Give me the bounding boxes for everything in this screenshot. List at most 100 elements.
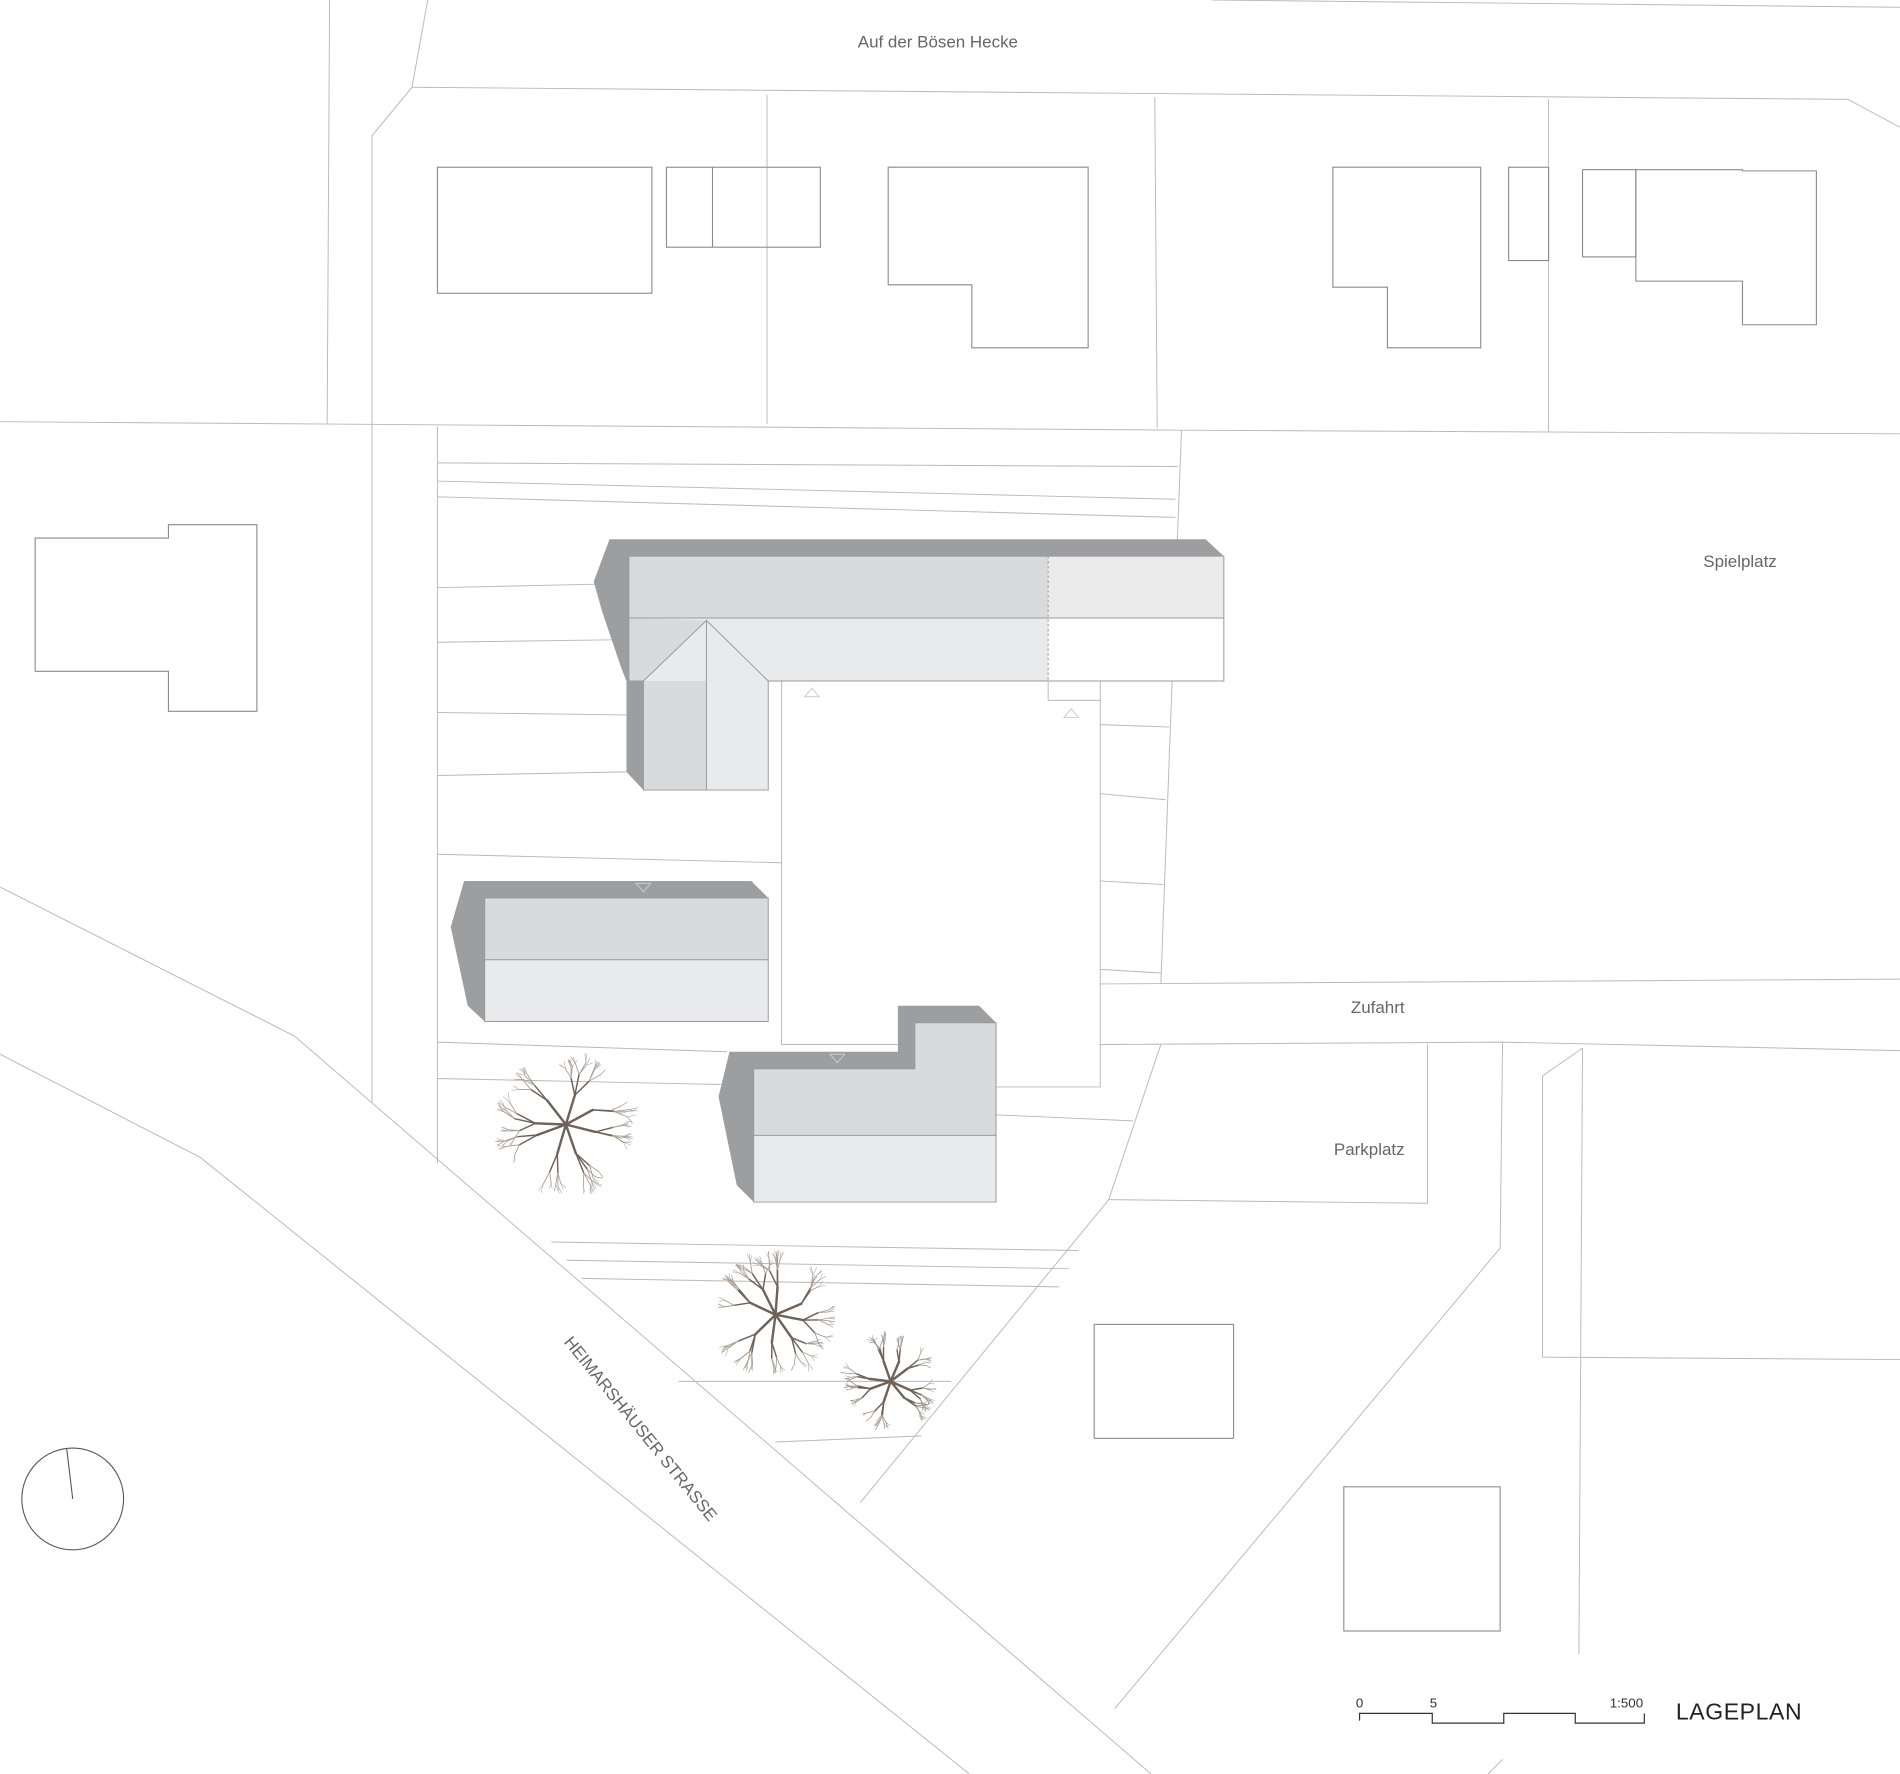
tree-branch	[737, 1267, 744, 1271]
tree-branch	[742, 1265, 753, 1274]
tree-branch	[869, 1380, 892, 1390]
tree-branch	[737, 1265, 742, 1272]
tree-branch	[585, 1057, 591, 1066]
tree-branch	[732, 1271, 740, 1274]
tree-branch	[909, 1389, 923, 1396]
tree-branch	[498, 1109, 506, 1113]
tree-branch	[619, 1112, 626, 1114]
tree-branch	[759, 1264, 771, 1272]
tree-branch	[594, 1064, 602, 1070]
tree-branch	[801, 1351, 809, 1364]
tree-branch	[582, 1172, 585, 1186]
tree-branch	[920, 1348, 924, 1353]
plan-title: LAGEPLAN	[1676, 1698, 1802, 1724]
tree-branch	[880, 1334, 884, 1340]
tree-branch	[501, 1127, 509, 1130]
tree-branch	[624, 1124, 632, 1127]
tree-branch	[775, 1253, 777, 1260]
tree-branch	[889, 1360, 901, 1383]
building-b	[450, 880, 769, 1022]
tree-branch	[775, 1357, 778, 1368]
tree-branch	[870, 1337, 876, 1343]
north-arrow-icon	[21, 1447, 125, 1551]
tree-branch	[848, 1367, 857, 1375]
tree-branch	[557, 1185, 560, 1194]
tree-branch	[878, 1415, 883, 1425]
tree-branch	[843, 1386, 850, 1389]
tree-branch	[530, 1088, 548, 1102]
tree-branch	[515, 1073, 523, 1080]
tree-branch	[594, 1131, 613, 1137]
tree-branch	[845, 1377, 851, 1379]
tree-branch	[578, 1061, 587, 1076]
tree-branch	[556, 1123, 568, 1156]
tree-branch	[536, 1123, 568, 1137]
tree-branch	[845, 1379, 850, 1385]
tree-branch	[862, 1412, 868, 1415]
tree-branch	[848, 1386, 859, 1389]
tree-branch	[922, 1383, 930, 1389]
tree-branch	[889, 1380, 906, 1400]
tree-branch	[922, 1406, 927, 1411]
tree-branch	[856, 1375, 871, 1380]
tree-branch	[588, 1074, 601, 1082]
tree-branch	[871, 1338, 875, 1344]
tree-branch	[513, 1130, 521, 1140]
tree-branch	[628, 1109, 638, 1112]
tree-branch	[522, 1078, 535, 1086]
tree-branch	[810, 1266, 814, 1276]
tree-branch	[809, 1285, 820, 1292]
tree-branch	[868, 1377, 892, 1383]
tree-branch	[770, 1313, 777, 1344]
tree-branch	[929, 1398, 933, 1405]
tree-branch	[548, 1153, 559, 1173]
tree-branch	[920, 1413, 923, 1421]
tree-branch	[623, 1135, 631, 1141]
tree-branch	[545, 1099, 568, 1126]
tree-branch	[845, 1388, 852, 1391]
tree-branch	[721, 1347, 729, 1351]
tree-branch	[850, 1385, 858, 1390]
tree-branch	[612, 1124, 625, 1128]
tree-branch	[524, 1066, 528, 1075]
tree-branch	[856, 1385, 872, 1390]
tree-branch	[852, 1401, 856, 1405]
tree-branch	[585, 1062, 593, 1066]
tree-branch	[929, 1389, 935, 1393]
tree-branch	[800, 1361, 808, 1366]
tree-branch	[875, 1337, 877, 1343]
tree-branch	[724, 1299, 735, 1306]
tree-branch	[790, 1336, 807, 1345]
tree-branch	[564, 1123, 578, 1155]
tree-branch	[811, 1355, 818, 1359]
tree-branch	[594, 1126, 614, 1133]
tree-branch	[920, 1415, 923, 1422]
tree-branch	[728, 1282, 739, 1291]
tree-branch	[598, 1171, 603, 1177]
tree-branch	[925, 1358, 932, 1361]
tree-branch	[750, 1255, 753, 1263]
tree-branch	[722, 1278, 731, 1281]
tree-branch	[564, 1123, 597, 1134]
tree-branch	[570, 1077, 576, 1097]
tree-branch	[534, 1122, 568, 1126]
tree-branch	[828, 1317, 835, 1320]
tree-branch	[735, 1264, 743, 1269]
tree-branch	[599, 1069, 606, 1076]
tree-branch	[623, 1133, 631, 1137]
tree-branch	[889, 1380, 912, 1392]
tree-branch	[570, 1066, 573, 1079]
tree-branch	[926, 1365, 931, 1369]
tree-branch	[918, 1364, 928, 1367]
tree-branch	[853, 1397, 863, 1401]
tree-branch	[867, 1339, 874, 1342]
tree-branch	[900, 1335, 902, 1342]
tree-branch	[568, 1059, 573, 1067]
tree-branch	[776, 1357, 781, 1368]
tree-branch	[627, 1116, 633, 1124]
tree-branch	[819, 1273, 823, 1281]
tree-branch	[501, 1141, 507, 1147]
tree-branch	[613, 1109, 629, 1112]
